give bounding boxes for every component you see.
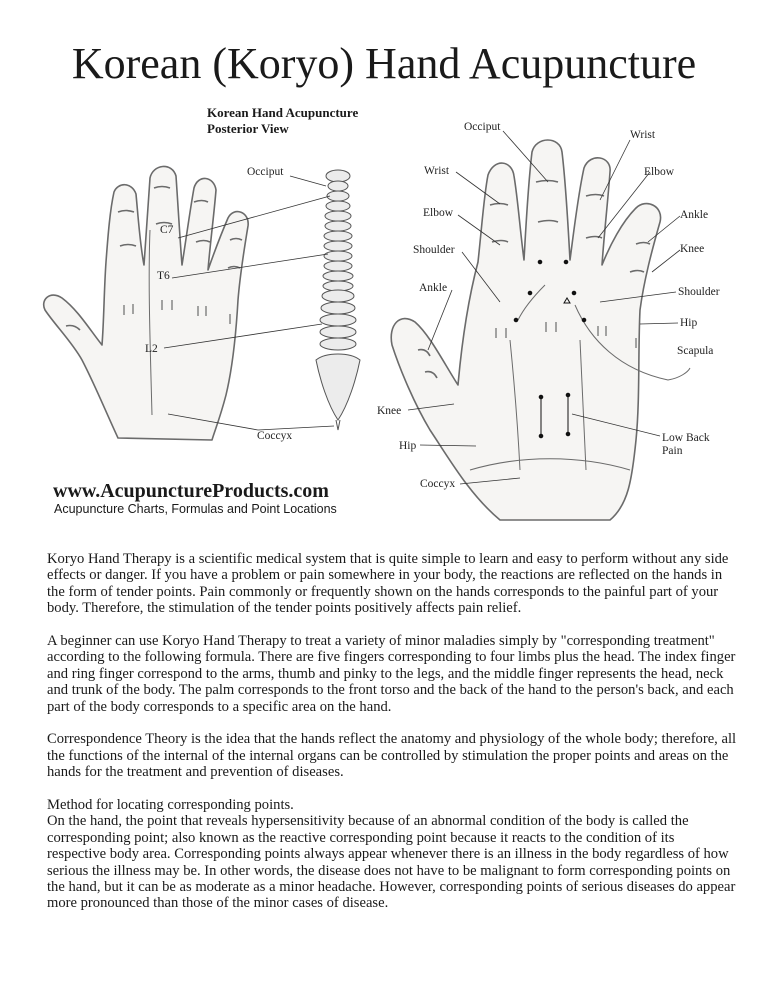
paragraph-method: On the hand, the point that reveals hype… <box>47 813 736 912</box>
acupuncture-figure: Korean Hand Acupuncture Posterior View O… <box>0 100 768 530</box>
label-right-occiput: Occiput <box>464 121 501 133</box>
label-low-back-pain-line1: Low Back <box>662 432 710 444</box>
right-hand-drawing <box>390 139 691 521</box>
label-t6: T6 <box>157 270 170 282</box>
label-scapula: Scapula <box>677 345 714 357</box>
label-low-back-pain-line2: Pain <box>662 445 683 457</box>
page-title: Korean (Koryo) Hand Acupuncture <box>71 39 697 88</box>
point-markers <box>513 259 587 439</box>
label-elbow-right: Elbow <box>644 166 675 178</box>
label-low-back-pain: Low Back Pain <box>662 432 710 458</box>
label-ankle-left: Ankle <box>419 282 448 294</box>
paragraph-correspondence: Correspondence Theory is the idea that t… <box>47 731 737 781</box>
leader-lines <box>163 130 681 485</box>
paragraph-method-heading: Method for locating corresponding points… <box>47 797 294 814</box>
hand-illustrations <box>43 130 691 521</box>
paragraph-beginner: A beginner can use Koryo Hand Therapy to… <box>47 633 736 715</box>
label-left-coccyx: Coccyx <box>257 430 293 442</box>
figure-caption-line1: Korean Hand Acupuncture <box>207 105 359 120</box>
figure-caption: Korean Hand Acupuncture Posterior View <box>207 105 358 137</box>
label-l2: L2 <box>145 343 158 355</box>
label-shoulder-left: Shoulder <box>413 244 455 256</box>
label-left-occiput: Occiput <box>247 166 284 178</box>
label-elbow-left: Elbow <box>423 207 454 219</box>
label-shoulder-right: Shoulder <box>678 286 720 298</box>
label-wrist-left: Wrist <box>424 165 450 177</box>
label-hip-left: Hip <box>399 440 417 452</box>
figure-caption-line2: Posterior View <box>207 121 289 136</box>
label-c7: C7 <box>160 224 174 236</box>
label-ankle-right: Ankle <box>680 209 709 221</box>
paragraph-intro: Koryo Hand Therapy is a scientific medic… <box>47 551 729 617</box>
label-hip-right: Hip <box>680 317 698 329</box>
spine-drawing <box>315 169 361 431</box>
website-subtitle: Acupuncture Charts, Formulas and Point L… <box>54 502 337 516</box>
label-knee-right: Knee <box>680 243 705 255</box>
label-knee-left: Knee <box>377 405 402 417</box>
website-link[interactable]: www.AcupunctureProducts.com <box>53 480 329 502</box>
article-body: Koryo Hand Therapy is a scientific medic… <box>47 551 737 928</box>
left-hand-drawing <box>43 165 249 441</box>
label-wrist-right: Wrist <box>630 129 656 141</box>
label-right-coccyx: Coccyx <box>420 478 456 490</box>
